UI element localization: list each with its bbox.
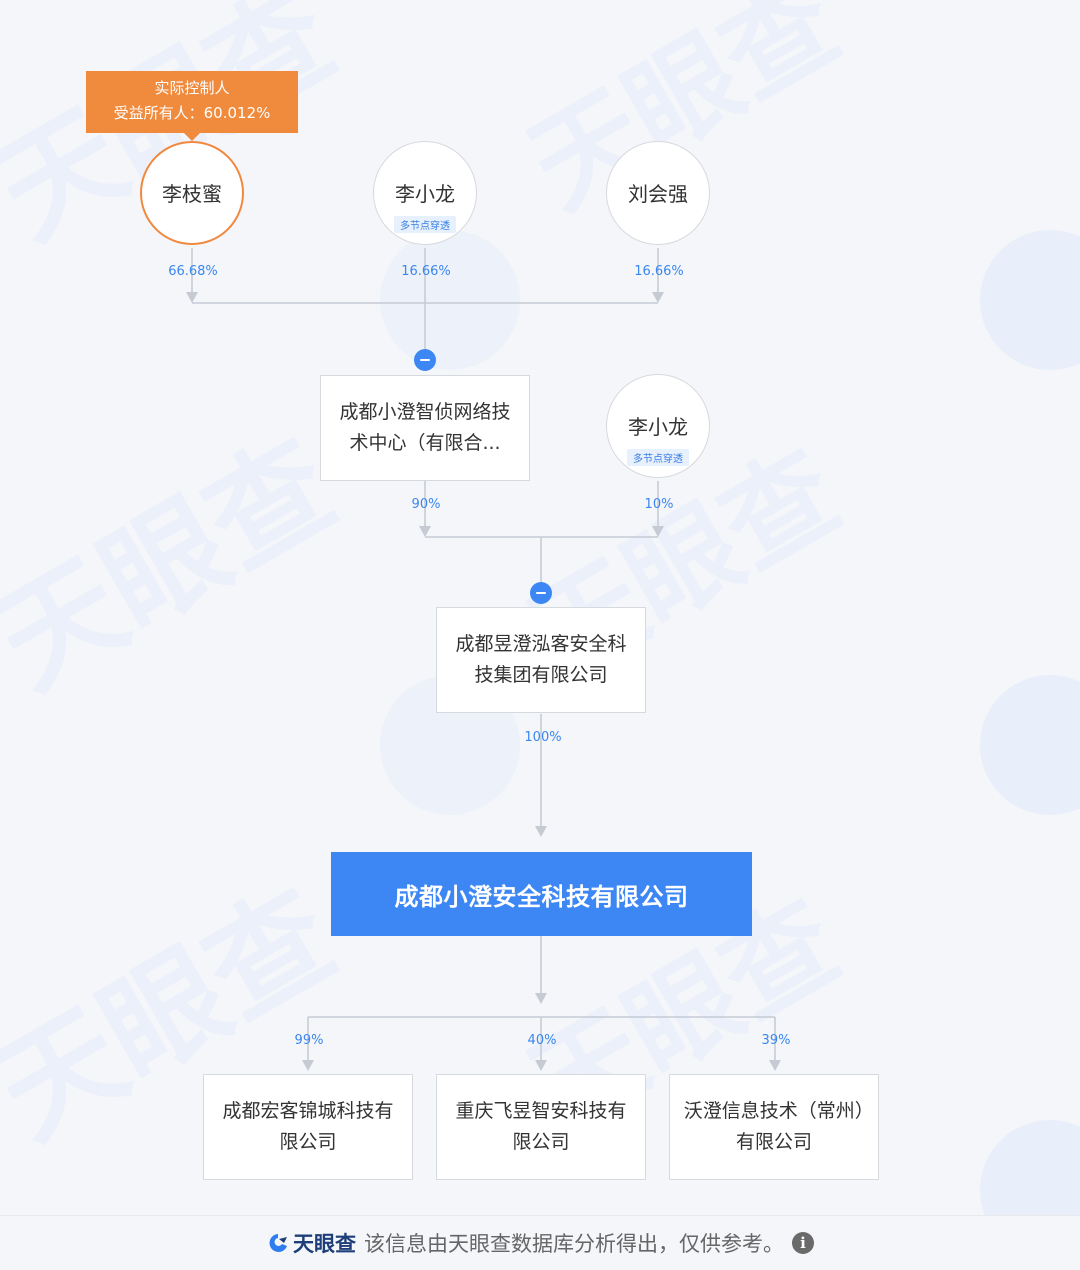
shareholder-name: 刘会强 — [628, 181, 688, 206]
share-percent: 39% — [761, 1033, 791, 1048]
tianyancha-logo-icon — [269, 1234, 287, 1252]
subsidiary-name: 成都宏客锦城科技有限公司 — [222, 1100, 394, 1153]
shareholder-node-li-zhimi[interactable]: 李枝蜜 — [140, 141, 244, 245]
shareholder-name: 李小龙 — [628, 414, 688, 439]
actual-controller-badge: 实际控制人 受益所有人：60.012% — [86, 71, 298, 141]
entity-node-group-company[interactable]: 成都昱澄泓客安全科技集团有限公司 — [436, 607, 646, 713]
entity-node-xiaocheng-zhizhen[interactable]: 成都小澄智侦网络技术中心（有限合... — [320, 375, 530, 481]
entity-name: 成都小澄智侦网络技术中心（有限合... — [339, 401, 511, 454]
badge-beneficial-owner: 受益所有人：60.012% — [113, 104, 271, 122]
share-percent: 10% — [644, 497, 674, 512]
shareholder-node-liu-huiqiang[interactable]: 刘会强 — [606, 141, 710, 245]
multi-node-tag[interactable]: 多节点穿透 — [627, 449, 689, 466]
tianyancha-logo: 天眼查 — [266, 1228, 356, 1258]
main-company-node[interactable]: 成都小澄安全科技有限公司 — [331, 852, 752, 936]
watermark: 天眼查 天眼查 天眼查 天眼查 天眼查 天眼查 — [980, 230, 1080, 1215]
share-percent: 100% — [524, 730, 562, 745]
entity-name: 成都昱澄泓客安全科技集团有限公司 — [455, 633, 627, 686]
shareholder-name: 李枝蜜 — [162, 181, 222, 206]
main-company-name: 成都小澄安全科技有限公司 — [394, 882, 689, 911]
info-icon[interactable]: i — [792, 1232, 814, 1254]
subsidiary-name: 沃澄信息技术（常州）有限公司 — [683, 1100, 865, 1153]
connector-lines — [186, 248, 781, 1071]
brand-name: 天眼查 — [293, 1232, 356, 1256]
collapse-toggle-icon[interactable] — [530, 582, 552, 604]
share-percent: 66.68% — [168, 264, 218, 279]
subsidiary-node[interactable]: 成都宏客锦城科技有限公司 — [203, 1074, 413, 1180]
subsidiary-node[interactable]: 重庆飞昱智安科技有限公司 — [436, 1074, 646, 1180]
share-percent: 16.66% — [401, 264, 451, 279]
share-percent: 16.66% — [634, 264, 684, 279]
shareholder-node-li-xiaolong-2[interactable]: 李小龙 多节点穿透 — [606, 374, 710, 478]
footer-disclaimer: 该信息由天眼查数据库分析得出，仅供参考。 — [364, 1232, 784, 1256]
collapse-toggle-icon[interactable] — [414, 349, 436, 371]
share-percent: 90% — [411, 497, 441, 512]
shareholder-name: 李小龙 — [395, 181, 455, 206]
share-percent: 99% — [294, 1033, 324, 1048]
share-percent: 40% — [527, 1033, 557, 1048]
subsidiary-node[interactable]: 沃澄信息技术（常州）有限公司 — [669, 1074, 879, 1180]
shareholder-node-li-xiaolong[interactable]: 李小龙 多节点穿透 — [373, 141, 477, 245]
multi-node-tag[interactable]: 多节点穿透 — [394, 216, 456, 233]
footer: 天眼查 该信息由天眼查数据库分析得出，仅供参考。 i — [0, 1215, 1080, 1270]
subsidiary-name: 重庆飞昱智安科技有限公司 — [455, 1100, 627, 1153]
badge-title: 实际控制人 — [154, 79, 230, 97]
